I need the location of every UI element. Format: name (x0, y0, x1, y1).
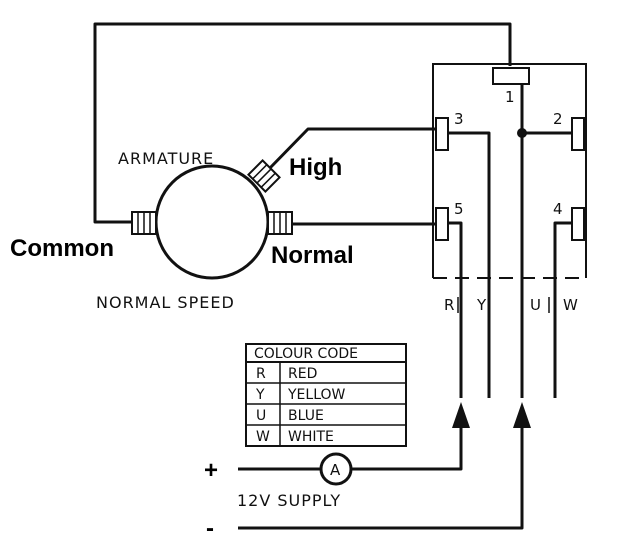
ammeter-label: A (330, 461, 341, 479)
table-colour: WHITE (288, 429, 334, 445)
ammeter-icon: A (319, 452, 353, 486)
table-code: R (256, 366, 266, 382)
plus-label: + (204, 457, 218, 484)
arrow-u-icon (513, 402, 531, 428)
armature-label: ARMATURE (118, 149, 214, 168)
high-wire (266, 127, 436, 172)
normal-speed-label: NORMAL SPEED (96, 293, 235, 312)
table-colour: YELLOW (287, 387, 346, 403)
armature-circle (154, 164, 270, 280)
terminal-5-label: 5 (454, 200, 464, 218)
high-label: High (289, 154, 342, 181)
wire-letter-w: W (563, 296, 578, 314)
ammeter-to-r-wire (352, 420, 463, 471)
terminal-3 (435, 117, 449, 151)
common-to-terminal-1-wire (93, 22, 512, 224)
r-wire (448, 221, 463, 398)
normal-label: Normal (271, 242, 354, 269)
colour-code-table: COLOUR CODE R RED Y YELLOW U BLUE W WHIT… (245, 343, 407, 447)
terminal-1-label: 1 (505, 88, 515, 106)
common-label: Common (10, 235, 114, 262)
terminal-3-label: 3 (454, 110, 464, 128)
junction-dot (517, 128, 527, 138)
common-brush (131, 211, 157, 235)
terminal-4-label: 4 (553, 200, 563, 218)
terminal-5 (435, 207, 449, 241)
w-wire (553, 221, 572, 398)
table-code: W (256, 429, 270, 445)
terminal-4 (571, 207, 585, 241)
supply-label: 12V SUPPLY (237, 491, 341, 510)
terminal-1 (492, 67, 530, 85)
switch-housing (432, 63, 587, 279)
high-brush (247, 159, 281, 193)
arrow-r-icon (452, 402, 470, 428)
negative-supply-wire (238, 420, 524, 530)
terminal-2-label: 2 (553, 110, 563, 128)
table-colour: BLUE (288, 408, 324, 424)
wire-letter-r: R (444, 296, 454, 314)
wire-letter-y: Y (476, 296, 487, 314)
terminal-2 (571, 117, 585, 151)
table-code: Y (255, 387, 265, 403)
wire-letter-u: U (530, 296, 541, 314)
colour-code-title: COLOUR CODE (254, 346, 358, 362)
minus-label: - (206, 515, 214, 542)
table-colour: RED (288, 366, 317, 382)
y-wire (448, 131, 491, 398)
normal-brush (267, 211, 293, 235)
table-code: U (256, 408, 266, 424)
